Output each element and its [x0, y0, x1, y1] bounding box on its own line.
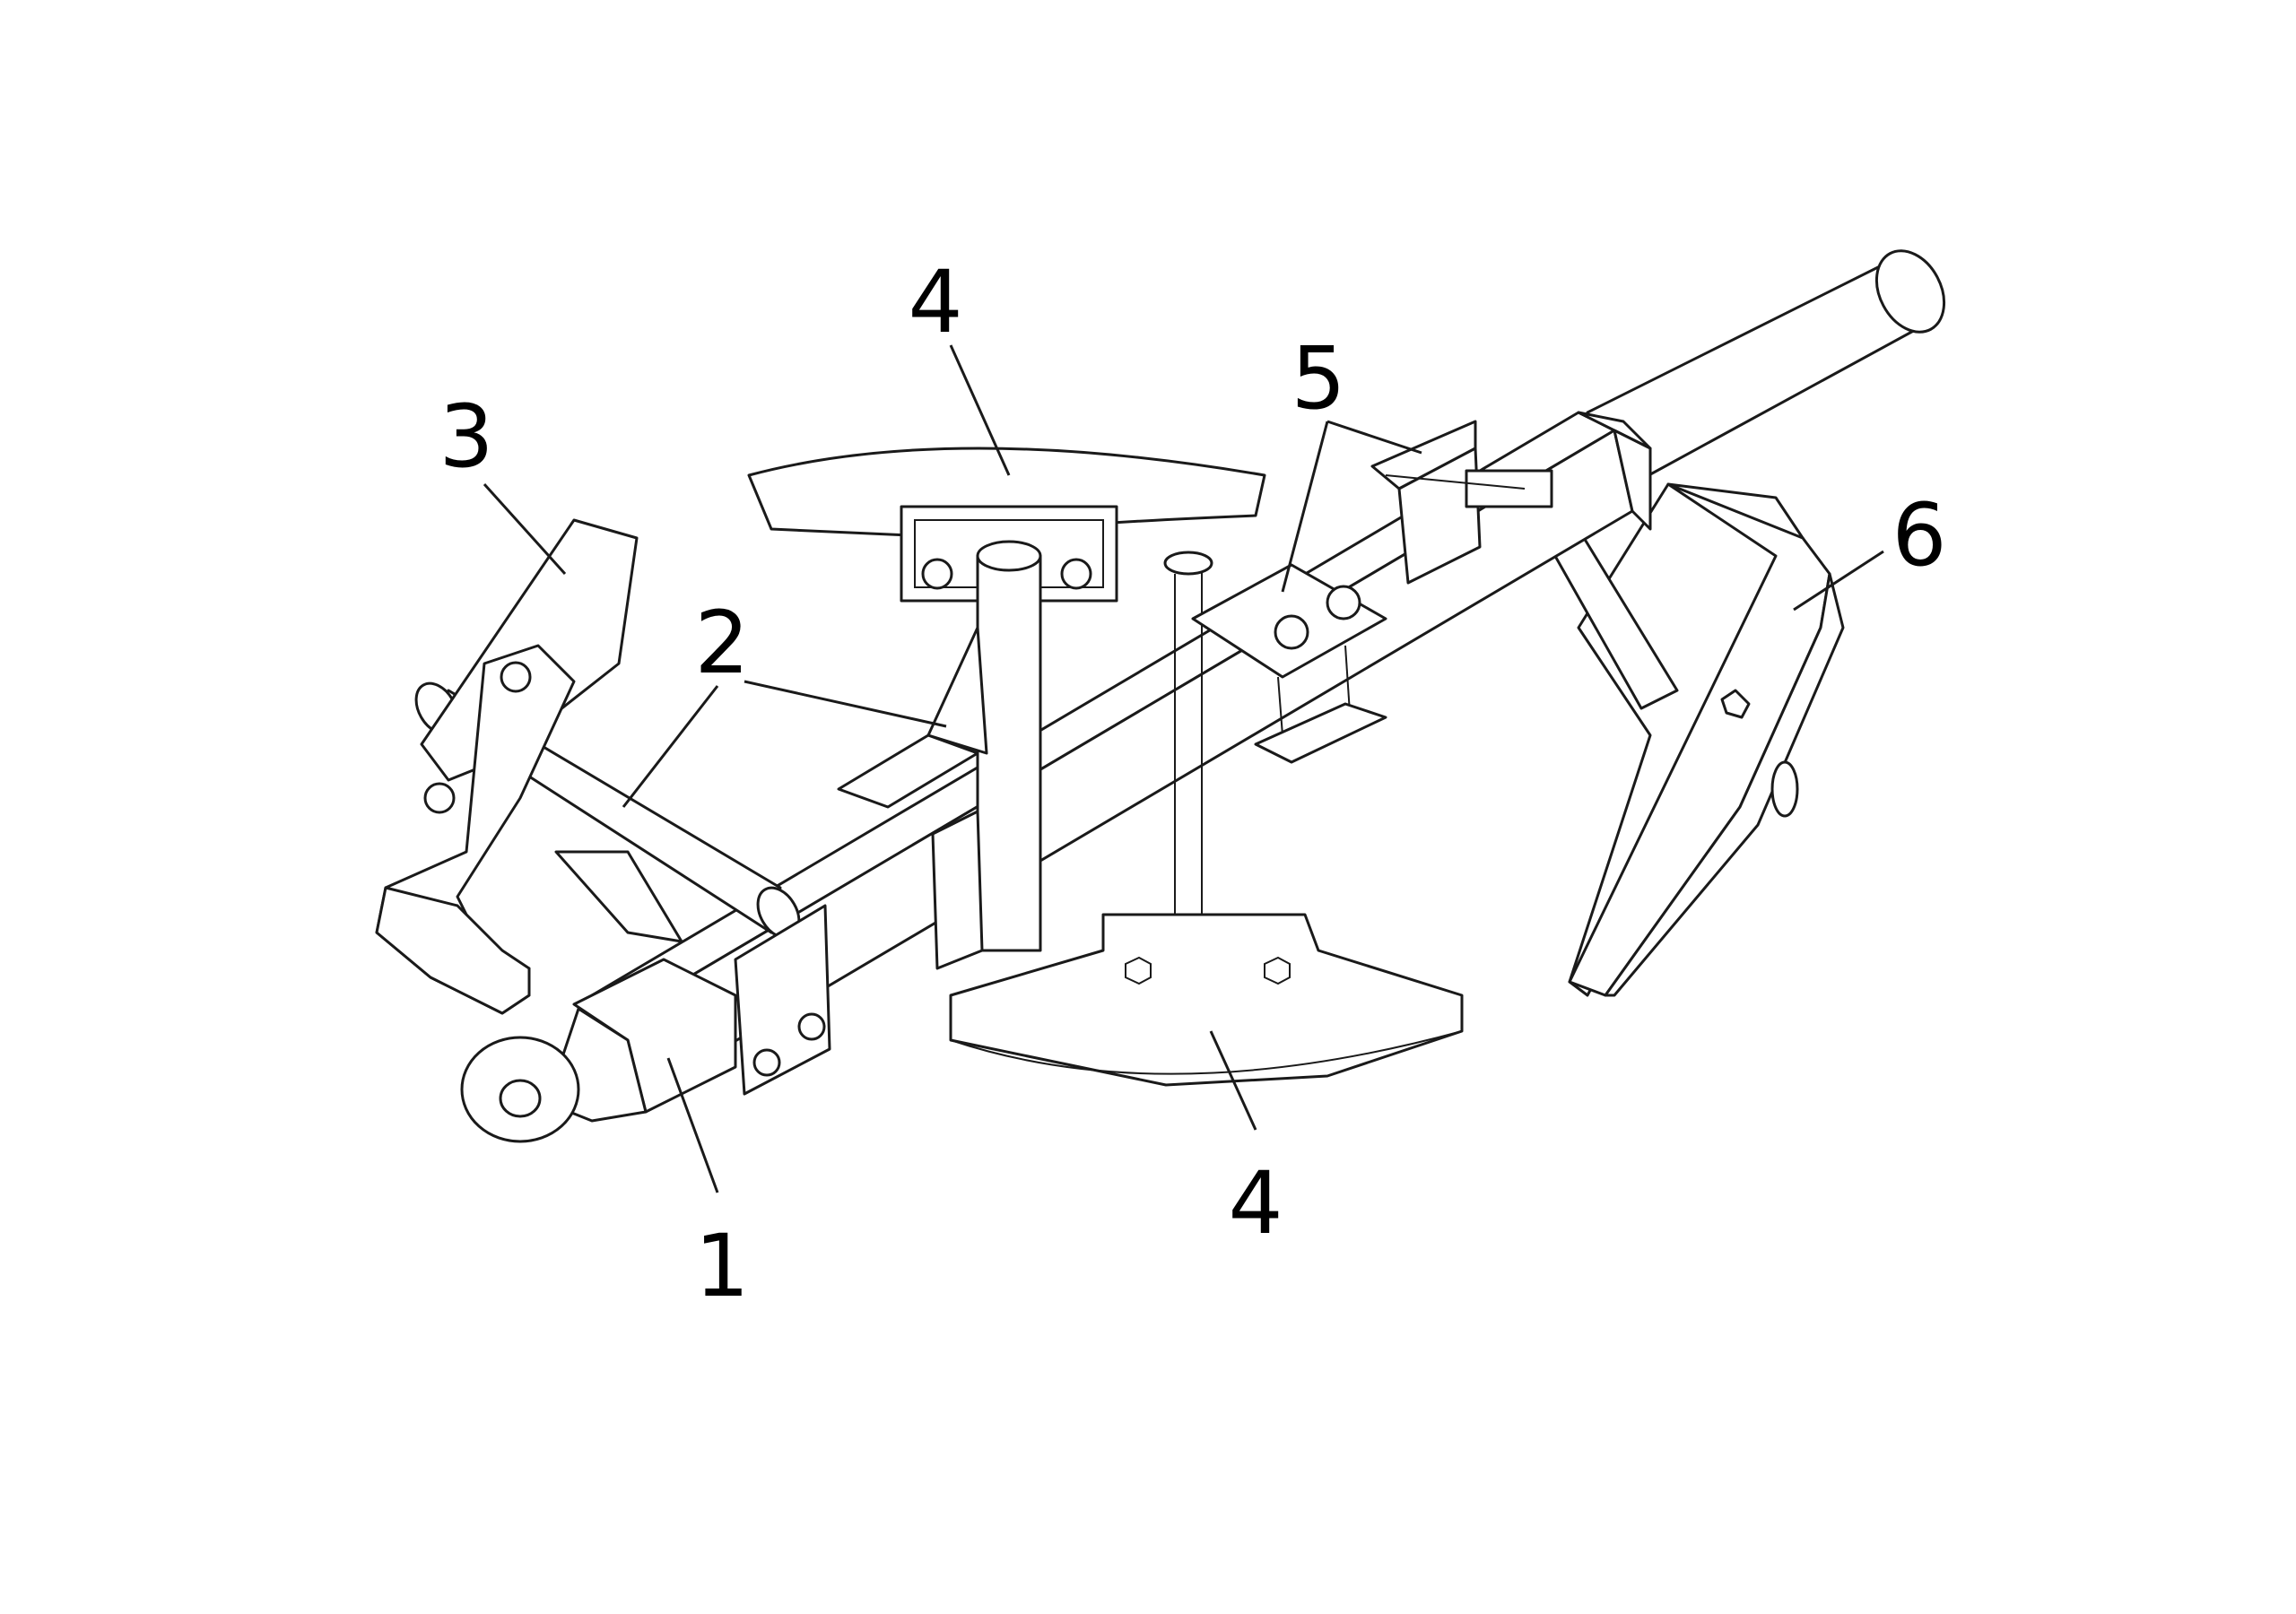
callout-4-top: 4 [908, 252, 962, 352]
hiller-wing-top [747, 447, 1266, 952]
rear-shaft [1586, 249, 1946, 486]
right-plow-body [1523, 482, 1845, 997]
leader-4-top [949, 344, 1011, 476]
callout-5: 5 [1291, 328, 1345, 429]
leader-5a [1326, 420, 1422, 455]
frame [460, 958, 737, 1143]
leader-2a [744, 680, 947, 728]
leader-4-bottom [1209, 1030, 1257, 1131]
callout-3: 3 [439, 386, 493, 487]
leader-lines [483, 344, 1884, 1193]
callout-2: 2 [694, 593, 749, 693]
callout-6: 6 [1892, 485, 1946, 586]
leader-5b [1281, 421, 1329, 593]
main-beam [590, 411, 1652, 1096]
leader-6 [1793, 550, 1884, 612]
callout-labels: 1 2 3 4 4 5 6 [439, 252, 1946, 1316]
leader-3 [483, 482, 567, 576]
front-clamp [734, 904, 831, 1096]
mounting-clamps [1191, 420, 1553, 764]
callout-4-bottom: 4 [1228, 1153, 1283, 1254]
callout-1: 1 [694, 1216, 749, 1316]
leader-2b [622, 685, 719, 808]
leader-1 [666, 1057, 719, 1193]
left-plow-body [375, 518, 683, 1015]
support-plate [837, 626, 988, 970]
